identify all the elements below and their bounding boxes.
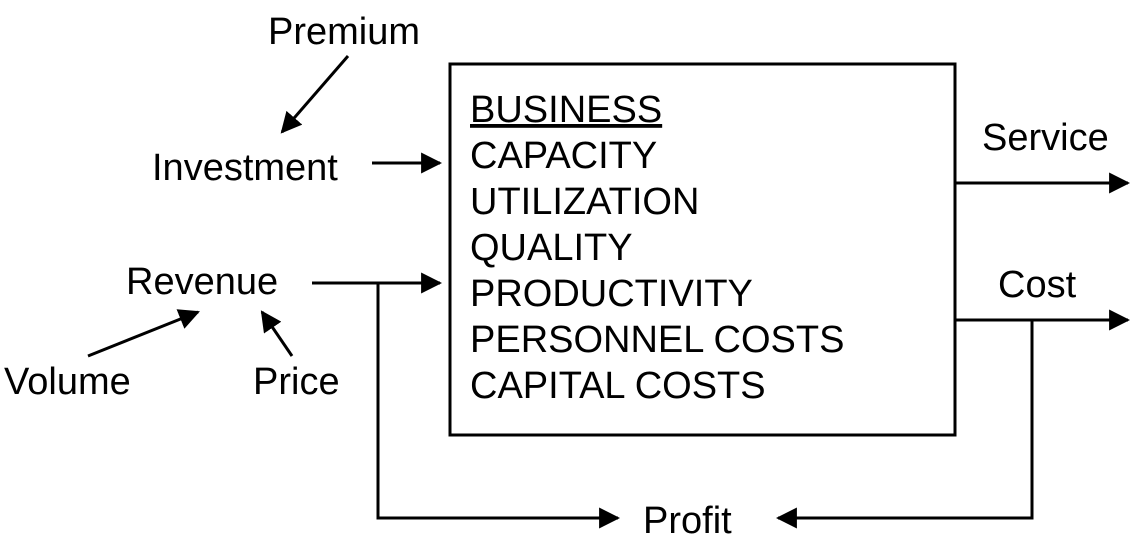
profit-label: Profit bbox=[643, 500, 732, 542]
volume-to-revenue-arrow bbox=[87, 309, 200, 358]
box-item-productivity: PRODUCTIVITY bbox=[470, 273, 753, 315]
cost-to-profit-arrow bbox=[775, 321, 1034, 529]
box-item-capacity: CAPACITY bbox=[470, 135, 657, 177]
box-item-personnel-costs: PERSONNEL COSTS bbox=[470, 319, 844, 361]
box-item-utilization: UTILIZATION bbox=[470, 181, 699, 223]
box-item-capital-costs: CAPITAL COSTS bbox=[470, 365, 766, 407]
box-title: BUSINESS bbox=[470, 89, 662, 131]
volume-label: Volume bbox=[4, 361, 131, 403]
box-item-quality: QUALITY bbox=[470, 227, 633, 269]
premium-label: Premium bbox=[268, 11, 420, 53]
price-to-revenue-arrow bbox=[260, 310, 294, 357]
cost-label: Cost bbox=[998, 264, 1077, 306]
service-label: Service bbox=[982, 117, 1109, 159]
business-box bbox=[448, 62, 957, 437]
investment-label: Investment bbox=[152, 147, 338, 189]
price-label: Price bbox=[253, 361, 340, 403]
revenue-label: Revenue bbox=[126, 261, 278, 303]
premium-to-investment-arrow bbox=[280, 55, 350, 134]
revenue-to-profit-arrow bbox=[376, 284, 621, 529]
